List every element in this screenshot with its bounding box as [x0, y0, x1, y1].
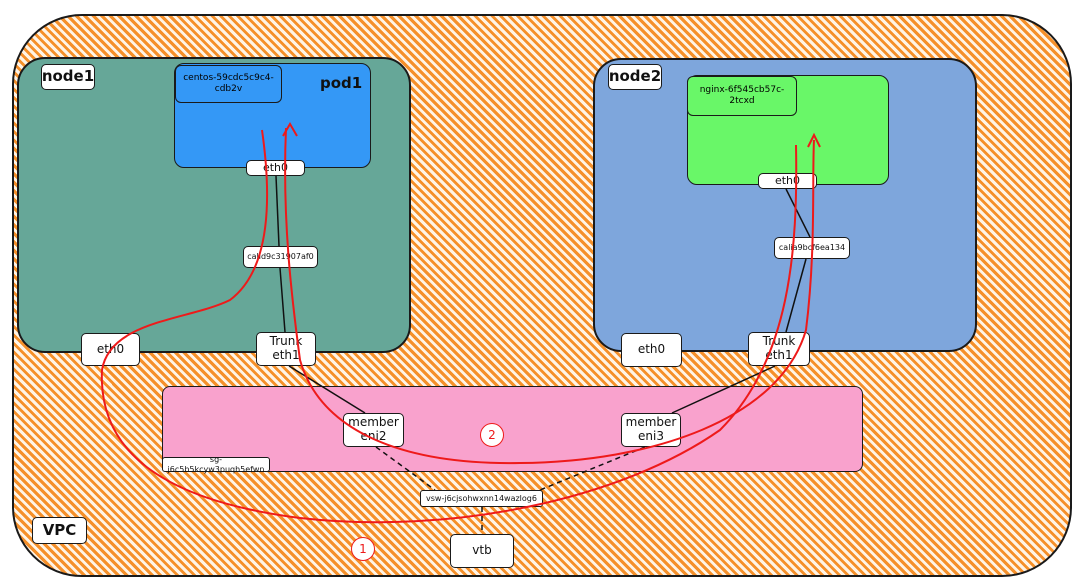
pod2-name: nginx-6f545cb57c- 2tcxd	[687, 76, 797, 116]
node1-label: node1	[41, 64, 95, 90]
node1-eth0: eth0	[81, 333, 140, 366]
node2-trunk-eth1: Trunk eth1	[748, 332, 810, 366]
member-eni2: member eni2	[343, 413, 404, 447]
pod1-name: centos-59cdc5c9c4- cdb2v	[175, 65, 282, 103]
path-2-marker: 2	[480, 423, 504, 447]
node1-trunk-eth1: Trunk eth1	[256, 332, 316, 366]
pod1-eth0: eth0	[246, 160, 305, 176]
path-1-marker: 1	[351, 537, 375, 561]
node2-eth0: eth0	[621, 333, 682, 367]
node1-cali-interface: calid9c31907af0	[243, 246, 318, 268]
pod2-eth0: eth0	[758, 173, 817, 189]
member-eni3: member eni3	[621, 413, 681, 447]
node2-cali-interface: calia9bcf6ea134	[774, 237, 850, 259]
security-group-id: sg-j6c5b5kcyw3puqh5efwn	[162, 455, 270, 474]
vswitch-id: vsw-j6cjsohwxnn14wazlog6	[420, 490, 543, 507]
vpc-label: VPC	[32, 517, 87, 544]
vtb-box: vtb	[450, 534, 514, 568]
pod1-label: pod1	[320, 74, 363, 92]
node2-label: node2	[608, 64, 662, 90]
